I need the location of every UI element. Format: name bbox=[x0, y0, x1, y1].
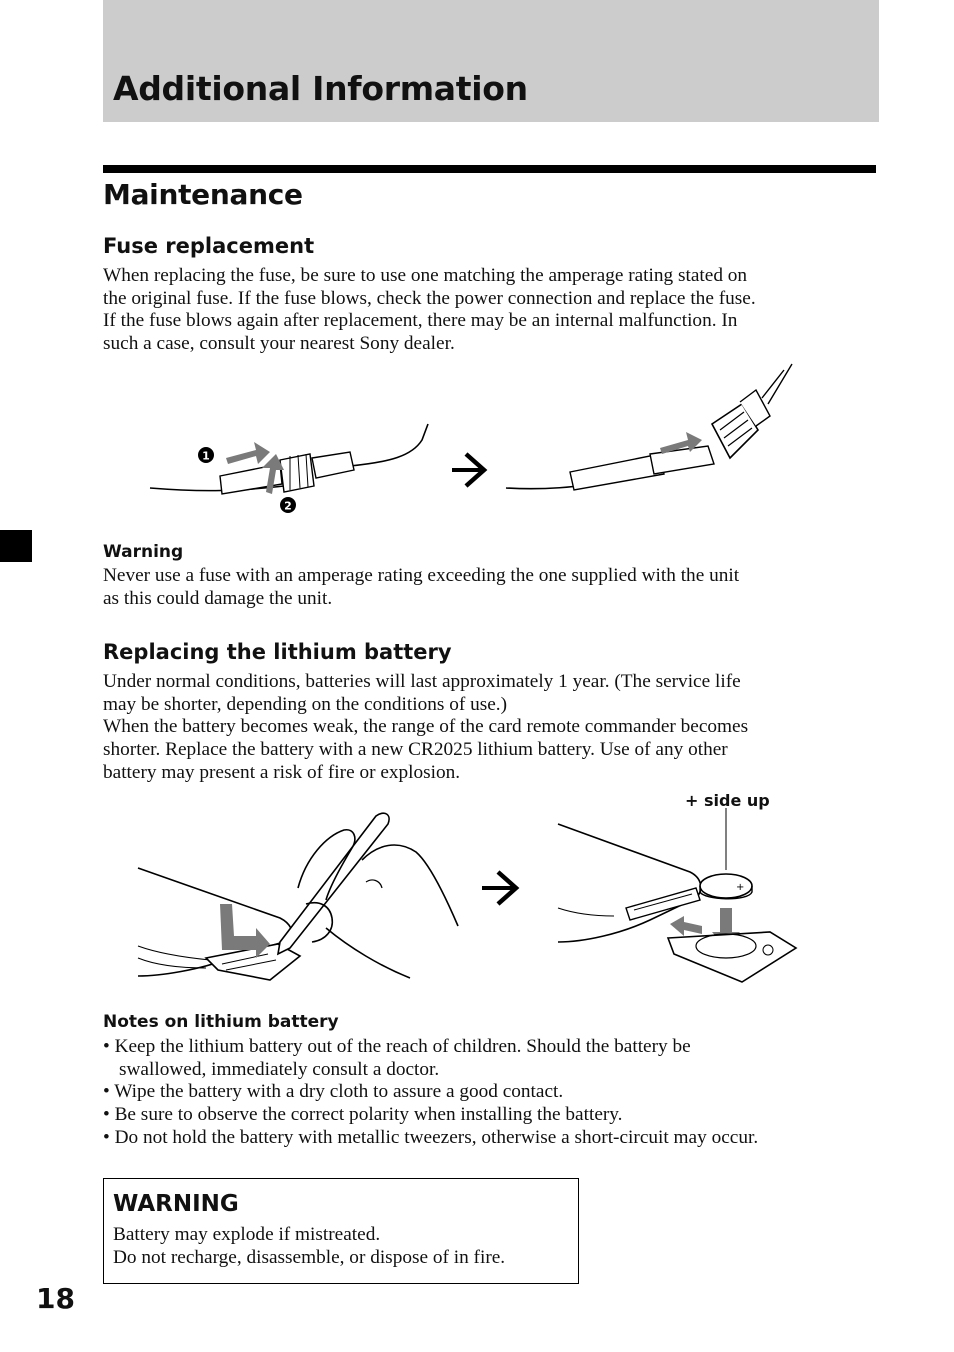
page-title: Additional Information bbox=[113, 69, 528, 108]
coin-battery: + bbox=[699, 873, 753, 900]
side-up-callout: + side up bbox=[685, 791, 770, 810]
fuse-holder-right bbox=[569, 445, 715, 491]
svg-text:+: + bbox=[736, 882, 744, 893]
battery-figure: + bbox=[130, 808, 810, 993]
section-title: Maintenance bbox=[103, 178, 303, 211]
fuse-body: When replacing the fuse, be sure to use … bbox=[103, 265, 878, 356]
list-item-text: • Be sure to observe the correct polarit… bbox=[103, 1104, 623, 1126]
fuse-right bbox=[710, 363, 793, 460]
svg-text:1: 1 bbox=[202, 450, 210, 463]
list-item: • Wipe the battery with a dry cloth to a… bbox=[103, 1081, 893, 1104]
list-item: • Keep the lithium battery out of the re… bbox=[103, 1036, 893, 1081]
battery-body-line: When the battery becomes weak, the range… bbox=[103, 716, 749, 738]
battery-body: Under normal conditions, batteries will … bbox=[103, 671, 878, 785]
list-item-text: • Keep the lithium battery out of the re… bbox=[103, 1036, 691, 1057]
fuse-body-line: When replacing the fuse, be sure to use … bbox=[103, 265, 748, 286]
warning-box: WARNING Battery may explode if mistreate… bbox=[103, 1178, 579, 1284]
fuse-body-line: If the fuse blows again after replacemen… bbox=[103, 310, 738, 332]
list-item-text: • Do not hold the battery with metallic … bbox=[103, 1126, 759, 1148]
warning-heading: Warning bbox=[103, 542, 184, 562]
header-band bbox=[103, 0, 879, 122]
warning-body-line: as this could damage the unit. bbox=[103, 587, 333, 609]
battery-body-line: Under normal conditions, batteries will … bbox=[103, 671, 741, 692]
list-item: • Do not hold the battery with metallic … bbox=[103, 1127, 893, 1150]
arrow-right-icon bbox=[482, 870, 520, 906]
list-item-text: swallowed, immediately consult a doctor. bbox=[119, 1058, 440, 1080]
fuse-heading: Fuse replacement bbox=[103, 234, 315, 258]
battery-body-line: battery may present a risk of fire or ex… bbox=[103, 761, 461, 783]
fuse-body-line: such a case, consult your nearest Sony d… bbox=[103, 333, 455, 355]
notes-heading: Notes on lithium battery bbox=[103, 1012, 339, 1032]
notes-list: • Keep the lithium battery out of the re… bbox=[103, 1036, 893, 1150]
battery-tray bbox=[666, 931, 798, 983]
battery-heading: Replacing the lithium battery bbox=[103, 640, 452, 664]
fuse-body-line: the original fuse. If the fuse blows, ch… bbox=[103, 287, 756, 309]
fuse-holder-left bbox=[219, 451, 355, 495]
arrow-right-icon bbox=[452, 452, 488, 488]
warning-box-line: Battery may explode if mistreated. bbox=[113, 1224, 381, 1245]
section-tab-marker bbox=[0, 530, 32, 562]
remote-commander-left bbox=[137, 867, 302, 981]
fuse-figure: 1 2 bbox=[140, 360, 810, 520]
page-number: 18 bbox=[36, 1282, 75, 1315]
battery-body-line: shorter. Replace the battery with a new … bbox=[103, 739, 728, 761]
circled-2-icon: 2 bbox=[280, 497, 296, 513]
hand-with-pen bbox=[276, 812, 459, 979]
warning-box-title: WARNING bbox=[113, 1191, 239, 1217]
list-item: • Be sure to observe the correct polarit… bbox=[103, 1104, 893, 1127]
section-rule bbox=[103, 165, 876, 173]
warning-box-line: Do not recharge, disassemble, or dispose… bbox=[113, 1247, 506, 1268]
warning-body: Never use a fuse with an amperage rating… bbox=[103, 565, 878, 610]
list-item-text: • Wipe the battery with a dry cloth to a… bbox=[103, 1081, 564, 1103]
circled-1-icon: 1 bbox=[198, 447, 214, 463]
battery-body-line: may be shorter, depending on the conditi… bbox=[103, 693, 508, 715]
remote-commander-right bbox=[557, 823, 702, 943]
warning-body-line: Never use a fuse with an amperage rating… bbox=[103, 565, 740, 586]
svg-text:2: 2 bbox=[284, 500, 292, 513]
